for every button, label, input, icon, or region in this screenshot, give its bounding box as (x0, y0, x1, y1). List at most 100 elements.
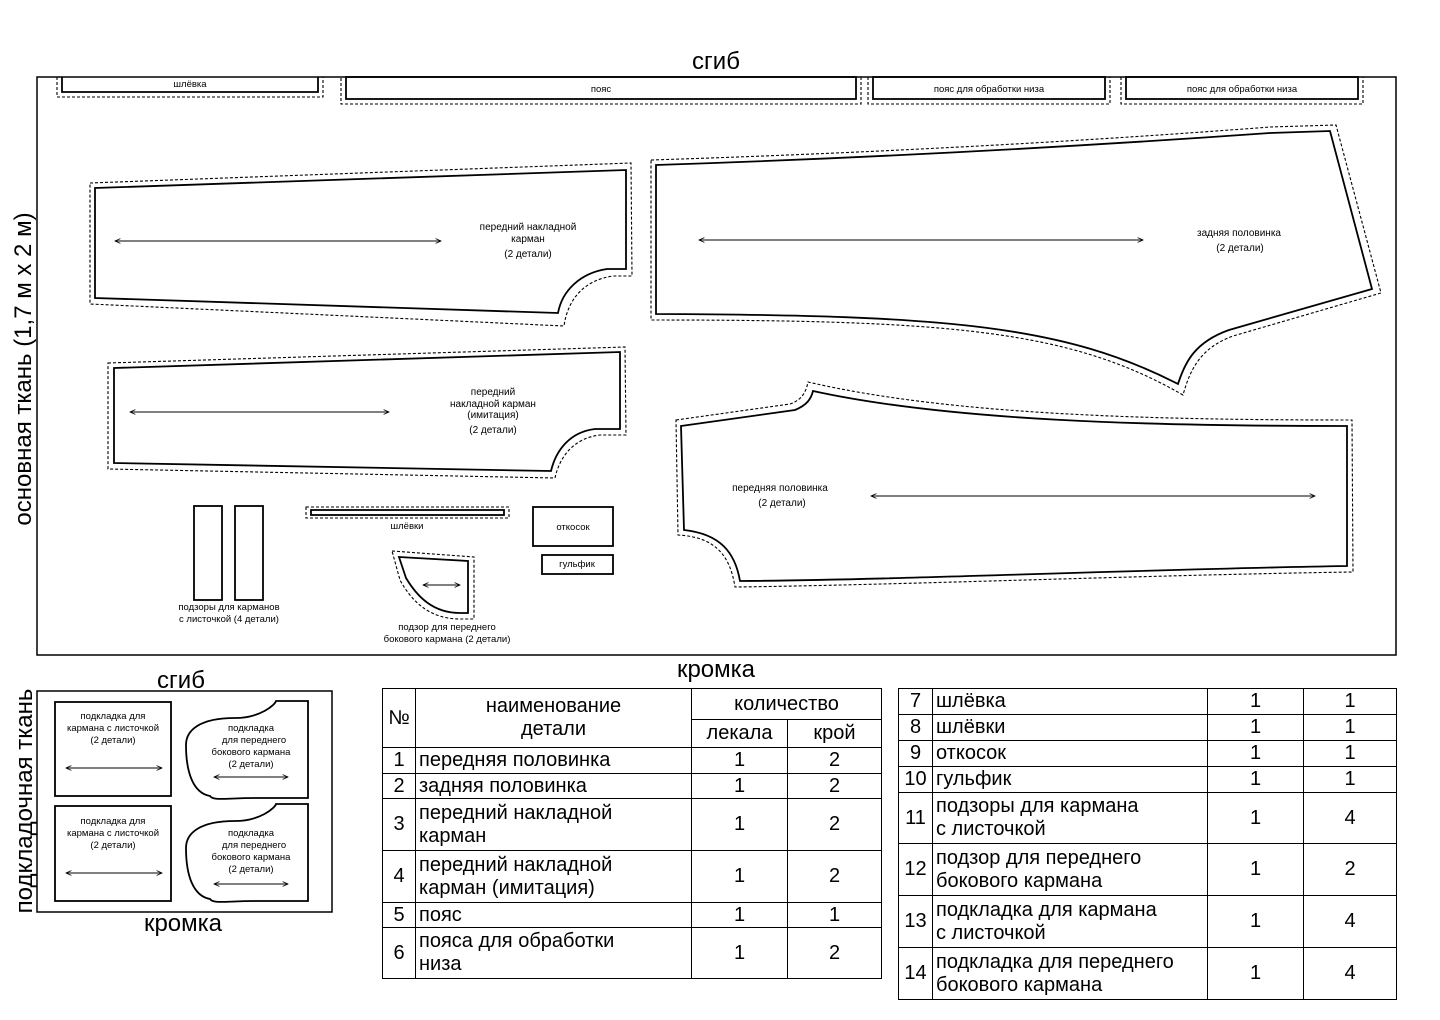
row-name: пояс (415, 902, 692, 928)
svg-text:карман: карман (511, 234, 545, 245)
svg-text:для переднего: для переднего (222, 735, 286, 746)
header-cut: крой (786, 719, 883, 748)
row-cut: 2 (786, 747, 883, 774)
header-quantity: количество (690, 688, 883, 720)
svg-text:бокового кармана: бокового кармана (212, 747, 292, 758)
row-patterns: 1 (1207, 766, 1304, 793)
row-number: 3 (382, 798, 416, 851)
row-name-line: гульфик (936, 768, 1012, 790)
svg-text:(2 детали): (2 детали) (1216, 243, 1264, 254)
row-number: 11 (898, 792, 933, 844)
piece-hem-band-2: пояс для обработки низа (1120, 76, 1364, 105)
row-cut: 2 (786, 927, 883, 979)
lining-selvage-label: кромка (144, 910, 223, 937)
row-cut: 4 (1303, 792, 1397, 844)
svg-text:подкладка для: подкладка для (81, 711, 146, 722)
row-cut: 1 (1303, 714, 1397, 741)
row-patterns: 1 (691, 902, 788, 928)
lining-fold-label: сгиб (157, 667, 205, 694)
svg-text:кармана с листочкой: кармана с листочкой (67, 723, 159, 734)
row-name-line: низа (419, 953, 462, 975)
row-number: 7 (898, 688, 933, 715)
row-cut: 1 (1303, 766, 1397, 793)
row-name-line: откосок (936, 742, 1007, 764)
row-name-line: пояс (419, 903, 462, 926)
row-number: 4 (382, 850, 416, 903)
piece-side-lining-2: подкладка для переднего бокового кармана… (185, 803, 309, 903)
row-number: 8 (898, 714, 933, 741)
svg-text:шлёвка: шлёвка (173, 79, 207, 90)
row-name-line: бокового кармана (936, 973, 1103, 996)
row-number: 12 (898, 843, 933, 896)
piece-waistband: пояс (340, 76, 862, 105)
row-patterns: 1 (691, 773, 788, 799)
svg-text:подкладка: подкладка (228, 828, 275, 839)
header-patterns: лекала (691, 719, 788, 748)
row-name-line: шлёвка (936, 690, 1006, 712)
svg-text:пояс для обработки низа: пояс для обработки низа (1187, 84, 1298, 95)
piece-side-lining-1: подкладка для переднего бокового кармана… (185, 700, 309, 800)
svg-text:(имитация): (имитация) (467, 410, 518, 421)
piece-welt-lining-2: подкладка для кармана с листочкой (2 дет… (54, 805, 172, 902)
main-fold-label: сгиб (692, 48, 740, 75)
row-cut: 2 (786, 773, 883, 799)
svg-text:подзор для переднего: подзор для переднего (398, 622, 496, 633)
row-patterns: 1 (1207, 714, 1304, 741)
svg-text:кармана с листочкой: кармана с листочкой (67, 828, 159, 839)
svg-text:откосок: откосок (556, 522, 590, 533)
row-cut: 4 (1303, 895, 1397, 948)
row-name-line: передний накладной (419, 853, 613, 876)
row-name-line: подкладка для переднего (936, 950, 1174, 973)
row-number: 1 (382, 747, 416, 774)
row-cut: 2 (1303, 843, 1397, 896)
row-cut: 4 (1303, 947, 1397, 1000)
row-cut: 2 (786, 850, 883, 903)
row-name-line: с листочкой (936, 818, 1046, 840)
piece-hem-band-1: пояс для обработки низа (867, 76, 1111, 105)
piece-welt-lining-1: подкладка для кармана с листочкой (2 дет… (54, 701, 172, 797)
piece-belt-loop: шлёвка (56, 77, 324, 98)
svg-text:(2 детали): (2 детали) (228, 864, 273, 875)
row-name-line: шлёвки (936, 716, 1006, 738)
svg-text:(2 детали): (2 детали) (90, 735, 135, 746)
row-name: шлёвка (932, 688, 1208, 715)
piece-front-patch-pocket-imitation: передний накладной карман (имитация) (2 … (107, 346, 627, 479)
row-number: 5 (382, 902, 416, 928)
row-name-line: карман (419, 824, 487, 847)
row-patterns: 1 (691, 798, 788, 851)
row-name-line: передняя половинка (419, 749, 611, 771)
piece-belt-loops: шлёвки (305, 506, 510, 532)
row-name-line: бокового кармана (936, 869, 1103, 892)
main-selvage-label: кромка (677, 656, 756, 683)
row-cut: 1 (1303, 688, 1397, 715)
svg-text:для переднего: для переднего (222, 840, 286, 851)
piece-front-patch-pocket: передний накладной карман (2 детали) (89, 162, 633, 327)
row-name-line: с листочкой (936, 921, 1046, 944)
row-name-line: подкладка для кармана (936, 898, 1157, 921)
row-patterns: 1 (691, 927, 788, 979)
piece-fly: гульфик (541, 554, 614, 575)
svg-text:пояс: пояс (591, 84, 612, 95)
row-patterns: 1 (1207, 895, 1304, 948)
piece-side-pocket-facing: подзор для переднего бокового кармана (2… (384, 550, 511, 645)
row-patterns: 1 (1207, 947, 1304, 1000)
svg-text:бокового кармана (2 детали): бокового кармана (2 детали) (384, 634, 511, 645)
row-patterns: 1 (1207, 843, 1304, 896)
row-cut: 1 (1303, 740, 1397, 767)
header-number: № (382, 688, 416, 748)
row-name-line: подзор для переднего (936, 846, 1142, 869)
